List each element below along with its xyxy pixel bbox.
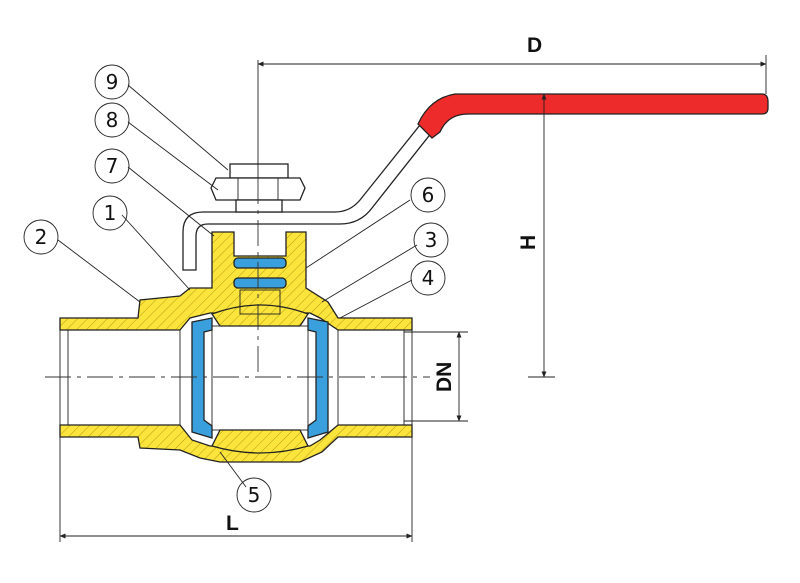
callout-8: 8 bbox=[94, 102, 130, 138]
svg-text:3: 3 bbox=[425, 228, 438, 252]
dimension-l: L bbox=[59, 437, 413, 542]
svg-text:5: 5 bbox=[248, 483, 261, 507]
callout-2: 2 bbox=[23, 219, 59, 255]
callout-3: 3 bbox=[413, 222, 449, 258]
callout-6: 6 bbox=[410, 177, 446, 213]
handle-grip bbox=[417, 93, 769, 139]
svg-text:2: 2 bbox=[35, 225, 48, 249]
svg-text:9: 9 bbox=[106, 70, 119, 94]
callout-5: 5 bbox=[236, 477, 272, 513]
stem-oring-lower bbox=[233, 277, 287, 289]
callout-leaders bbox=[57, 84, 418, 488]
dimension-h: H bbox=[517, 93, 555, 378]
dimension-d-label: D bbox=[527, 34, 542, 57]
svg-text:7: 7 bbox=[106, 154, 119, 178]
stem-oring-upper bbox=[233, 257, 287, 269]
callout-4: 4 bbox=[410, 260, 446, 296]
svg-text:4: 4 bbox=[422, 266, 435, 290]
ball-assembly bbox=[191, 257, 329, 454]
svg-text:8: 8 bbox=[106, 108, 119, 132]
dimension-d: D bbox=[257, 34, 767, 178]
seat-left bbox=[191, 317, 213, 439]
svg-text:1: 1 bbox=[104, 201, 117, 225]
svg-text:6: 6 bbox=[422, 183, 435, 207]
dimension-dn: DN bbox=[404, 331, 468, 422]
callout-9: 9 bbox=[94, 64, 130, 100]
dimension-h-label: H bbox=[517, 235, 540, 250]
seat-right bbox=[307, 317, 329, 439]
callout-1: 1 bbox=[92, 195, 128, 231]
dimension-l-label: L bbox=[226, 512, 239, 535]
callout-7: 7 bbox=[94, 148, 130, 184]
dimension-dn-label: DN bbox=[433, 362, 456, 392]
